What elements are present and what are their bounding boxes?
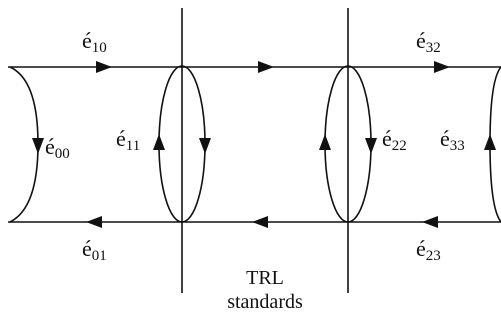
arrow-e22-down: [365, 138, 377, 154]
arrow-e33-up: [484, 134, 496, 150]
arrow-e32-right: [434, 61, 450, 73]
arrow-left-ellipse-down: [199, 138, 211, 154]
label-e23: é23: [416, 236, 441, 264]
arrow-e23-left: [422, 216, 438, 228]
label-e33: é33: [440, 126, 465, 154]
caption-line-2: standards: [227, 291, 303, 313]
label-e00: é00: [45, 134, 70, 162]
arrow-e01-left: [86, 216, 102, 228]
arrow-middle-left: [252, 216, 268, 228]
arrow-middle-right: [258, 61, 274, 73]
label-e11: é11: [116, 126, 141, 154]
left-port-curve: [9, 66, 39, 223]
label-e01: é01: [82, 236, 107, 264]
arrow-e11-up: [153, 134, 165, 150]
arrow-e00-down: [32, 138, 44, 154]
label-e22: é22: [382, 126, 407, 154]
label-e32: é32: [416, 28, 441, 56]
arrow-e10-right: [96, 61, 112, 73]
caption-line-1: TRL: [246, 267, 284, 289]
label-e10: é10: [82, 28, 107, 56]
arrow-right-ellipse-up: [319, 134, 331, 150]
trl-standards-caption: TRL standards: [205, 266, 325, 314]
